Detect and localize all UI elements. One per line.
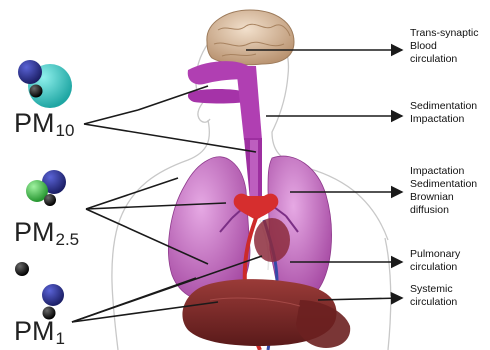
pm25-label: PM2.5 [14,219,79,248]
pm1-particle-cluster [15,262,64,320]
pm10-label: PM10 [14,110,74,139]
pm25-particle-cluster [26,170,66,206]
pm10-particle-cluster [18,60,72,108]
pm25-line-upper [86,178,178,209]
annotation-airway: Sedimentation Impactation [410,100,490,126]
pm10-line-trachea [84,124,256,152]
brain [207,10,294,65]
liver [182,279,350,348]
annotation-lung: Impactation Sedimentation Brownian diffu… [410,165,490,217]
pm1-label: PM1 [14,318,65,347]
annotation-brain: Trans-synaptic Blood circulation [410,27,490,66]
annotation-systemic: Systemic circulation [410,283,490,309]
annotation-pulmonary: Pulmonary circulation [410,248,490,274]
